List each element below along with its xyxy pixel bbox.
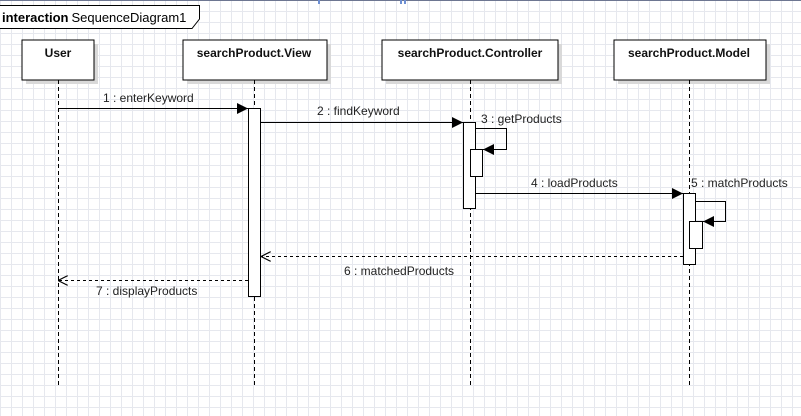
lifeline-head-view[interactable]: searchProduct.View bbox=[182, 39, 331, 84]
message-label: 5 : matchProducts bbox=[691, 176, 788, 190]
message-label: 1 : enterKeyword bbox=[103, 91, 194, 105]
message-label: 4 : loadProducts bbox=[531, 176, 618, 190]
lifeline-head-user[interactable]: User bbox=[21, 39, 98, 84]
message-matched-products[interactable]: 6 : matchedProducts bbox=[261, 257, 683, 279]
message-enter-keyword[interactable]: 1 : enterKeyword bbox=[58, 91, 248, 114]
frame-top-marker bbox=[404, 0, 406, 4]
frame-top-marker bbox=[318, 0, 320, 4]
lifeline-name-view: searchProduct.View bbox=[197, 46, 312, 60]
message-label: 7 : displayProducts bbox=[96, 284, 197, 298]
lifeline-name-controller: searchProduct.Controller bbox=[398, 46, 543, 60]
frame-top-marker bbox=[400, 0, 402, 4]
message-label: 3 : getProducts bbox=[481, 112, 562, 126]
message-label: 2 : findKeyword bbox=[317, 104, 400, 118]
activation-view[interactable] bbox=[248, 108, 261, 297]
activation-controller-nested[interactable] bbox=[470, 149, 483, 177]
lifeline-name-user: User bbox=[45, 46, 72, 60]
activation-model-nested[interactable] bbox=[689, 221, 703, 249]
message-display-products[interactable]: 7 : displayProducts bbox=[58, 281, 248, 299]
message-match-products[interactable]: 5 : matchProducts bbox=[691, 176, 788, 227]
message-label: 6 : matchedProducts bbox=[344, 264, 454, 278]
message-get-products[interactable]: 3 : getProducts bbox=[476, 112, 562, 155]
message-load-products[interactable]: 4 : loadProducts bbox=[476, 176, 683, 199]
lifeline-head-model[interactable]: searchProduct.Model bbox=[613, 39, 770, 84]
message-find-keyword[interactable]: 2 : findKeyword bbox=[261, 104, 463, 128]
lifeline-name-model: searchProduct.Model bbox=[628, 46, 750, 60]
lifeline-head-controller[interactable]: searchProduct.Controller bbox=[381, 39, 562, 84]
